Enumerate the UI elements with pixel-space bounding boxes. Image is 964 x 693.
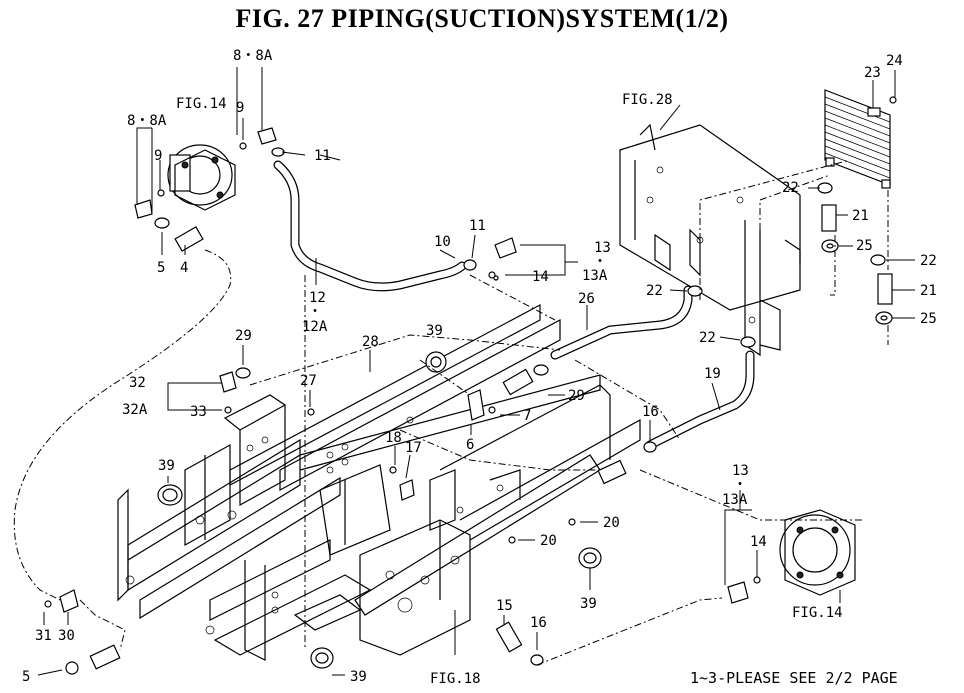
callout-22-b: 22 — [920, 253, 937, 269]
callout-22-a: 22 — [782, 180, 799, 196]
suction-tubes — [89, 160, 893, 670]
connection-lines — [13, 159, 889, 666]
callout-8-8a-left: 8・8A — [127, 113, 167, 129]
callout-39-left: 39 — [158, 458, 175, 474]
callout-22-d: 22 — [699, 330, 716, 346]
callout-6: 6 — [466, 437, 474, 453]
callout-29-upper: 29 — [235, 328, 252, 344]
callout-32: 32 — [129, 375, 146, 391]
callout-fig28: FIG.28 — [622, 92, 673, 108]
callout-16-lower: 16 — [530, 615, 547, 631]
callout-13-upper: 13 — [594, 240, 611, 256]
callout-21-a: 21 — [852, 208, 869, 224]
callout-dot-13-lower: ・ — [733, 477, 747, 493]
callout-33: 33 — [190, 404, 207, 420]
callout-4: 4 — [180, 260, 188, 276]
figure-title: FIG. 27 PIPING(SUCTION)SYSTEM(1/2) — [235, 4, 729, 33]
callout-20-mid: 20 — [540, 533, 557, 549]
callout-20-right: 20 — [603, 515, 620, 531]
callout-21-b: 21 — [920, 283, 937, 299]
callout-fig18: FIG.18 — [430, 671, 481, 687]
callout-28: 28 — [362, 334, 379, 350]
callout-39-upper: 39 — [426, 323, 443, 339]
callout-16-mid: 16 — [642, 404, 659, 420]
callout-31: 31 — [35, 628, 52, 644]
callout-25-b: 25 — [920, 311, 937, 327]
pump-upper-left — [167, 144, 236, 211]
callout-39-right: 39 — [580, 596, 597, 612]
callout-17: 17 — [405, 440, 422, 456]
callout-13a-upper: 13A — [582, 268, 608, 284]
callout-25-a: 25 — [856, 238, 873, 254]
callout-13-lower: 13 — [732, 463, 749, 479]
callout-15: 15 — [496, 598, 513, 614]
callout-26: 26 — [578, 291, 595, 307]
callout-9-left: 9 — [154, 148, 162, 164]
footer-note: 1~3-PLEASE SEE 2/2 PAGE — [690, 669, 898, 687]
callout-22-c: 22 — [646, 283, 663, 299]
oil-cooler — [824, 89, 891, 189]
chassis-frame — [117, 304, 641, 661]
callout-32a: 32A — [122, 402, 148, 418]
callout-dot-12: ・ — [308, 304, 322, 320]
callout-8-8a-top: 8・8A — [233, 48, 273, 64]
callout-5-lower: 5 — [22, 669, 30, 685]
callout-14-upper: 14 — [532, 269, 549, 285]
callout-7: 7 — [523, 408, 531, 424]
callout-dot-13: ・ — [593, 254, 607, 270]
callout-19: 19 — [704, 366, 721, 382]
leader-lines — [37, 67, 915, 676]
callout-9-upper: 9 — [236, 100, 244, 116]
callouts: 8・8A 8・8A FIG.14 9 9 11 5 4 10 11 13 ・ 1… — [22, 48, 937, 687]
tank-bracket — [619, 123, 801, 357]
callout-fig14-lower: FIG.14 — [792, 605, 843, 621]
callout-18: 18 — [385, 430, 402, 446]
callout-11-upper: 11 — [314, 148, 331, 164]
callout-5-upper: 5 — [157, 260, 165, 276]
callout-23: 23 — [864, 65, 881, 81]
callout-12: 12 — [309, 290, 326, 306]
callout-10: 10 — [434, 234, 451, 250]
callout-fig14-upper: FIG.14 — [176, 96, 227, 112]
callout-12a: 12A — [302, 319, 328, 335]
callout-30: 30 — [58, 628, 75, 644]
pump-lower-right — [779, 509, 856, 596]
callout-27: 27 — [300, 373, 317, 389]
callout-13a-lower: 13A — [722, 492, 748, 508]
small-parts — [44, 96, 897, 675]
callout-14-lower: 14 — [750, 534, 767, 550]
callout-24: 24 — [886, 53, 903, 69]
callout-39-bottom: 39 — [350, 669, 367, 685]
callout-11-mid: 11 — [469, 218, 486, 234]
callout-29-mid: 29 — [568, 388, 585, 404]
